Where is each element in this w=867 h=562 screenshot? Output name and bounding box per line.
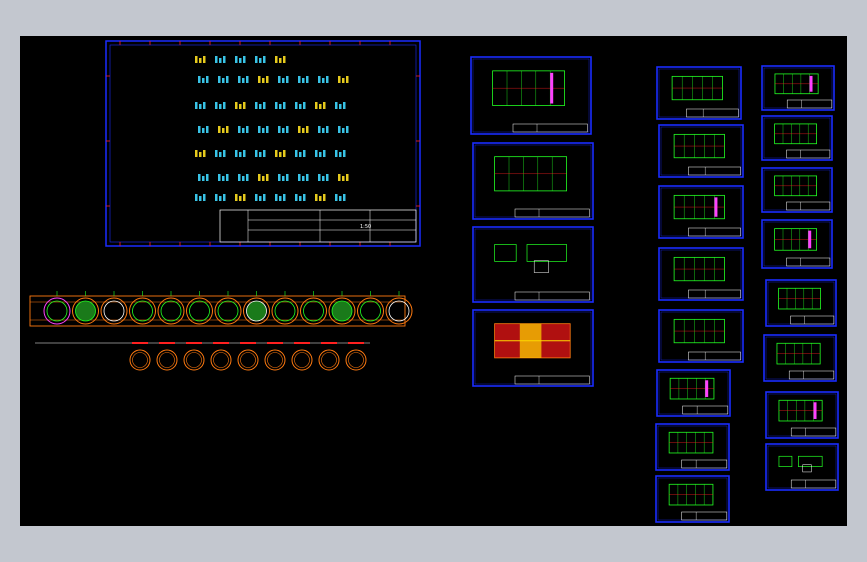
drawing-sheet[interactable] xyxy=(658,309,744,363)
drawing-sheet[interactable] xyxy=(472,142,594,220)
drawing-sheet[interactable] xyxy=(472,226,594,303)
drawing-sheet[interactable] xyxy=(761,167,833,213)
drawing-sheet[interactable] xyxy=(658,247,744,301)
drawing-sheet[interactable] xyxy=(761,65,835,111)
drawing-sheet[interactable] xyxy=(763,334,837,382)
drawing-sheet[interactable] xyxy=(658,185,744,239)
drawing-sheet[interactable] xyxy=(655,475,730,523)
drawing-sheet[interactable] xyxy=(658,124,744,178)
title-block: 1:50 xyxy=(219,209,417,243)
drawing-sheet[interactable] xyxy=(761,115,833,161)
drawing-sheet[interactable] xyxy=(656,369,731,417)
drawing-sheet[interactable] xyxy=(765,443,839,491)
drawing-svg[interactable]: 1:50 xyxy=(20,36,847,526)
title-block-scale: 1:50 xyxy=(360,224,371,230)
pipe-array-drawing[interactable] xyxy=(29,291,413,371)
cad-drawing-canvas[interactable]: 1:50 xyxy=(20,36,847,526)
main-sheet[interactable]: 1:50 xyxy=(105,40,421,247)
drawing-sheet[interactable] xyxy=(472,309,594,387)
drawing-sheet[interactable] xyxy=(761,219,833,269)
drawing-sheet[interactable] xyxy=(765,391,839,439)
drawing-sheet[interactable] xyxy=(765,279,837,327)
drawing-sheet[interactable] xyxy=(656,66,742,120)
sheet-notes xyxy=(195,56,349,201)
drawing-sheet[interactable] xyxy=(470,56,592,135)
drawing-sheet[interactable] xyxy=(655,423,730,471)
